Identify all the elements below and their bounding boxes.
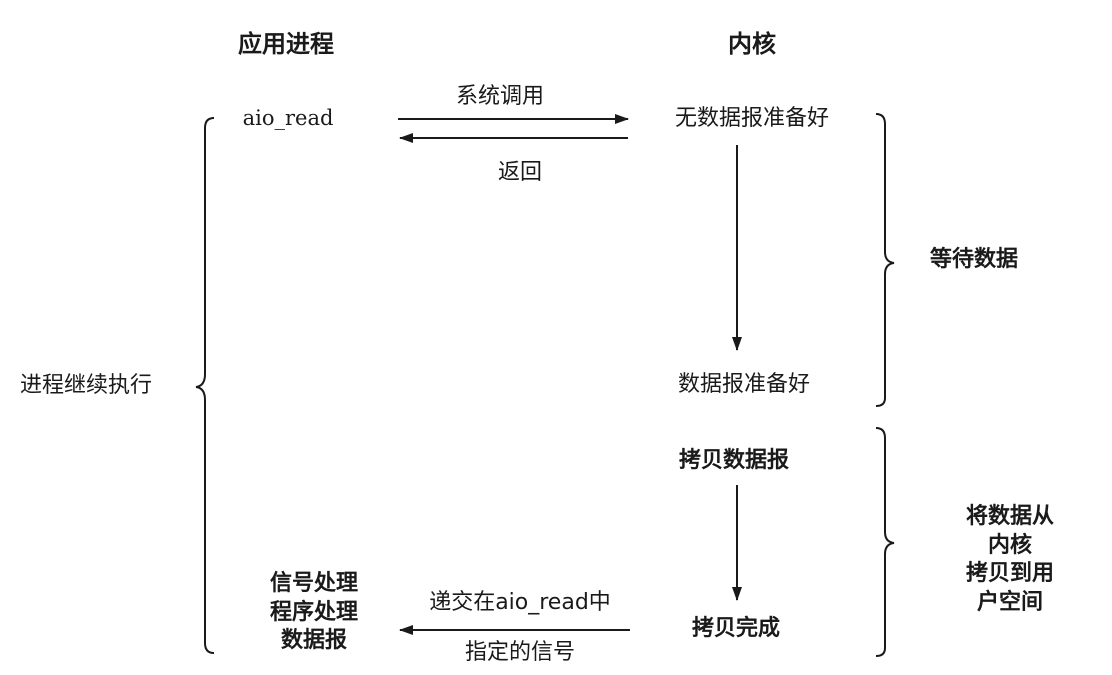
- wait-brace: [875, 113, 895, 407]
- aio-read-call: aio_read: [242, 106, 334, 130]
- signal-handler-label: 信号处理 程序处理 数据报: [269, 571, 359, 654]
- kernel-data-ready: 数据报准备好: [677, 372, 811, 397]
- header-kernel: 内核: [728, 30, 776, 58]
- left-brace: [195, 117, 215, 654]
- kernel-copy-done: 拷贝完成: [691, 616, 781, 641]
- copy-brace: [875, 427, 895, 657]
- syscall-label: 系统调用: [455, 84, 545, 109]
- phase-copy-to-user: 将数据从内核 拷贝到用户空间: [965, 504, 1054, 615]
- deliver-label-2: 指定的信号: [464, 640, 576, 665]
- return-label: 返回: [497, 160, 543, 185]
- header-app-process: 应用进程: [238, 30, 334, 58]
- phase-wait-data: 等待数据: [930, 247, 1019, 272]
- deliver-label-1: 递交在aio_read中: [429, 590, 611, 615]
- kernel-no-data: 无数据报准备好: [674, 106, 830, 131]
- process-continues-label: 进程继续执行: [20, 373, 153, 398]
- kernel-copy-datagram: 拷贝数据报: [678, 448, 790, 473]
